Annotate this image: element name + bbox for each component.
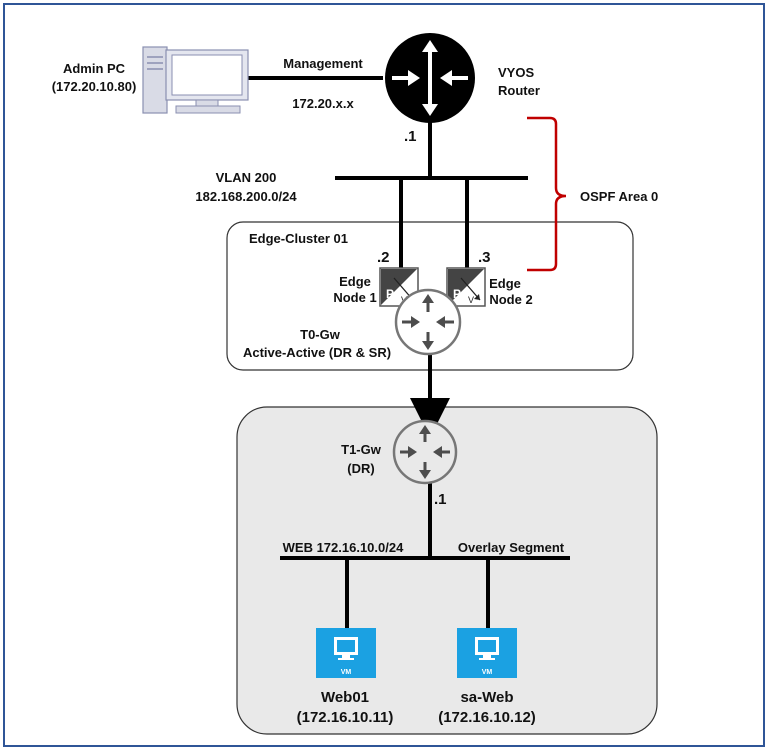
admin-pc-label: Admin PC [63,61,126,76]
t1-gateway-name: T1-Gw [341,442,382,457]
vlan-name: VLAN 200 [216,170,277,185]
edge-cluster-title: Edge-Cluster 01 [249,231,348,246]
svg-text:P: P [386,287,394,301]
edge-node1-label-line2: Node 1 [333,290,376,305]
router-icon [385,33,475,123]
t0-gateway-mode: Active-Active (DR & SR) [243,345,391,360]
edge-node2-ip: .3 [478,249,491,266]
vm-web01-name: Web01 [321,689,369,706]
vm-web01-icon: VM [316,628,376,678]
management-label: Management [283,56,363,71]
segment-name: WEB 172.16.10.0/24 [283,540,404,555]
t1-gateway-icon [392,419,458,485]
ospf-label: OSPF Area 0 [580,189,658,204]
svg-text:V: V [468,295,474,305]
admin-pc-icon [142,46,249,114]
edge-node1-label-line1: Edge [339,274,371,289]
vm-saweb-icon: VM [457,628,517,678]
router-name-line1: VYOS [498,65,534,80]
vm-web01-ip: (172.16.10.11) [297,709,394,726]
edge-node2-icon: P V [446,267,486,307]
t0-gateway-icon [394,288,462,356]
edge-node2-label-line2: Node 2 [489,292,532,307]
vlan-subnet: 182.168.200.0/24 [195,189,297,204]
segment-type: Overlay Segment [458,540,565,555]
vm-badge: VM [341,669,352,676]
edge-node2-label-line1: Edge [489,276,521,291]
router-interface-ip: .1 [404,128,417,145]
edge-node1-ip: .2 [377,249,390,266]
router-name-line2: Router [498,83,540,98]
svg-text:P: P [453,287,461,301]
vm-saweb-name: sa-Web [460,689,513,706]
vm-saweb-ip: (172.16.10.12) [438,709,536,726]
t0-gateway-name: T0-Gw [300,327,341,342]
admin-pc-ip: (172.20.10.80) [52,79,137,94]
management-subnet: 172.20.x.x [292,96,354,111]
ospf-bracket [527,116,567,272]
vm-badge: VM [482,669,493,676]
t1-interface-ip: .1 [434,491,447,508]
t1-gateway-mode: (DR) [347,461,374,476]
